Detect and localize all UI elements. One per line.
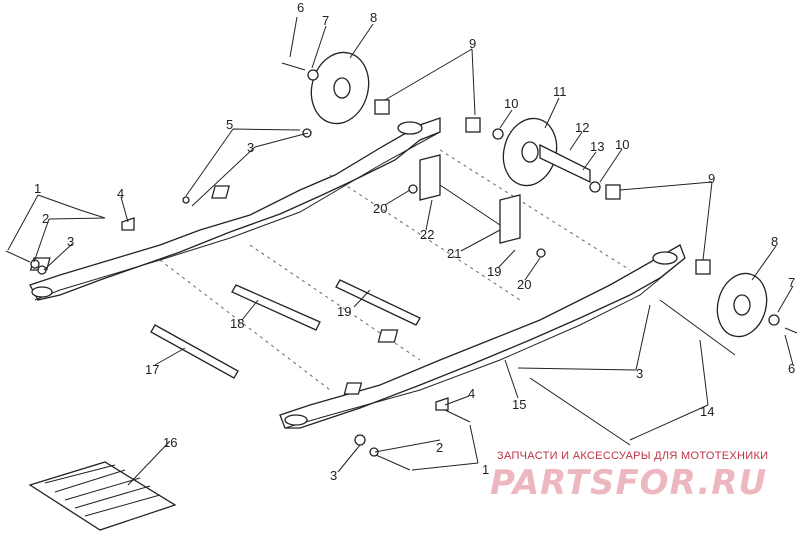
callout-13: 13 <box>590 139 604 154</box>
cross-shaft-18 <box>231 284 321 331</box>
callout-8b: 8 <box>771 234 778 249</box>
callout-2a: 2 <box>42 211 49 226</box>
callout-labels: 1 2 3 4 5 3 6 7 8 9 10 11 12 13 10 9 8 7… <box>34 0 795 483</box>
callout-3c: 3 <box>636 366 643 381</box>
bolt-14-lower <box>529 377 631 446</box>
callout-18: 18 <box>230 316 244 331</box>
callout-6b: 6 <box>788 361 795 376</box>
callout-6a: 6 <box>297 0 304 15</box>
callout-8a: 8 <box>370 10 377 25</box>
callout-15: 15 <box>512 397 526 412</box>
callout-7b: 7 <box>788 275 795 290</box>
callout-4b: 4 <box>468 386 475 401</box>
spacer-9-d <box>695 259 711 275</box>
callout-11: 11 <box>553 84 567 99</box>
callout-4a: 4 <box>117 186 124 201</box>
callout-3b: 3 <box>247 140 254 155</box>
callout-14: 14 <box>700 404 714 419</box>
leader-lines <box>7 16 794 486</box>
bolt-14-upper <box>659 299 736 356</box>
guide-lines <box>159 149 631 391</box>
callout-10a: 10 <box>504 96 518 111</box>
callout-16: 16 <box>163 435 177 450</box>
callout-1a: 1 <box>34 181 41 196</box>
center-bracket <box>419 154 521 244</box>
spacer-9-a <box>374 99 390 115</box>
callout-21: 21 <box>447 246 461 261</box>
callout-1b: 1 <box>482 462 489 477</box>
callout-22: 22 <box>420 227 434 242</box>
cross-shaft-19 <box>335 279 421 326</box>
callout-17: 17 <box>145 362 159 377</box>
watermark-logo: PARTSFOR.RU <box>490 463 767 503</box>
watermark: ЗАПЧАСТИ И АКСЕССУАРЫ ДЛЯ МОТОТЕХНИКИ PA… <box>490 450 768 503</box>
callout-7a: 7 <box>322 13 329 28</box>
callout-5: 5 <box>226 117 233 132</box>
watermark-tagline: ЗАПЧАСТИ И АКСЕССУАРЫ ДЛЯ МОТОТЕХНИКИ <box>497 450 768 462</box>
callout-20b: 20 <box>517 277 531 292</box>
track-clip-16 <box>28 461 177 531</box>
callout-19b: 19 <box>337 304 351 319</box>
callout-3d: 3 <box>330 468 337 483</box>
cross-shafts <box>150 279 736 446</box>
callout-2b: 2 <box>436 440 443 455</box>
callout-9a: 9 <box>469 36 476 51</box>
callout-19a: 19 <box>487 264 501 279</box>
axle-12 <box>539 143 591 184</box>
callout-10b: 10 <box>615 137 629 152</box>
callout-12: 12 <box>575 120 589 135</box>
idler-wheels <box>310 51 768 338</box>
right-slide-rail <box>279 244 686 429</box>
spacer-9-b <box>465 117 481 133</box>
callout-3a: 3 <box>67 234 74 249</box>
callout-20a: 20 <box>373 201 387 216</box>
spacer-9-c <box>605 184 621 200</box>
callout-9b: 9 <box>708 171 715 186</box>
cross-shaft-17 <box>150 324 239 379</box>
